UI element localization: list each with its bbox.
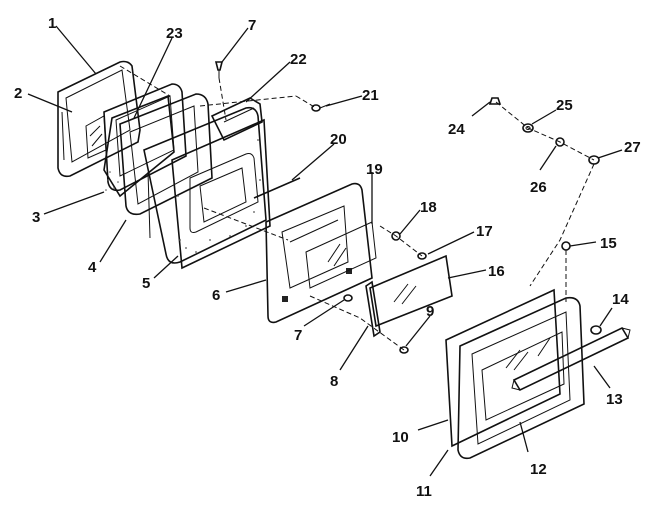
callout-24: 24	[448, 121, 465, 138]
screw-21	[311, 103, 331, 112]
screw-17	[417, 252, 427, 260]
nut-26	[555, 137, 565, 147]
part-5-inner-door	[143, 106, 271, 270]
callout-6: 6	[212, 287, 220, 304]
callout-9: 9	[426, 303, 434, 320]
part-10-outer-glass	[445, 288, 561, 448]
callout-23: 23	[166, 25, 183, 42]
screw-7-bottom	[343, 294, 353, 302]
callout-12: 12	[530, 461, 547, 478]
callout-26: 26	[530, 179, 547, 196]
callout-22: 22	[290, 51, 307, 68]
callout-13: 13	[606, 391, 623, 408]
washer-25	[522, 123, 534, 133]
callouts: 1 2 3 4 5 6 23 7 22 21 20 19 18 17 16 7 …	[14, 15, 641, 500]
part-19-glass-panel	[305, 221, 377, 289]
part-6-door-liner	[265, 182, 373, 324]
assembly-lines	[119, 65, 595, 351]
callout-21: 21	[362, 87, 379, 104]
callout-15: 15	[600, 235, 617, 252]
callout-16: 16	[488, 263, 505, 280]
callout-8: 8	[330, 373, 338, 390]
screw-14	[590, 325, 602, 335]
callout-3: 3	[32, 209, 40, 226]
callout-25: 25	[556, 97, 573, 114]
screw-9	[399, 346, 409, 354]
part-4-gasket-frame	[119, 93, 213, 216]
callout-19: 19	[366, 161, 383, 178]
part-8-hinge-bar	[365, 280, 381, 338]
callout-7-bottom: 7	[294, 327, 302, 344]
screw-15	[561, 241, 571, 251]
part-12-outer-frame	[457, 296, 585, 460]
callout-14: 14	[612, 291, 629, 308]
callout-11: 11	[416, 483, 432, 500]
callout-5: 5	[142, 275, 150, 292]
screw-7-top	[214, 61, 224, 78]
screw-24	[488, 97, 502, 105]
callout-18: 18	[420, 199, 437, 216]
callout-2: 2	[14, 85, 22, 102]
callout-7-top: 7	[248, 17, 256, 34]
leader-lines	[27, 25, 623, 477]
callout-20: 20	[330, 131, 347, 148]
part-13-handle	[511, 326, 631, 392]
part-3-insulation	[103, 94, 175, 198]
screw-18	[391, 231, 401, 241]
part-16-glass-pane	[369, 254, 453, 328]
callout-4: 4	[88, 259, 97, 276]
callout-17: 17	[476, 223, 493, 240]
callout-27: 27	[624, 139, 641, 156]
callout-1: 1	[48, 15, 56, 32]
part-1-back-frame	[57, 60, 141, 178]
callout-10: 10	[392, 429, 409, 446]
part-20-rod	[253, 177, 301, 199]
